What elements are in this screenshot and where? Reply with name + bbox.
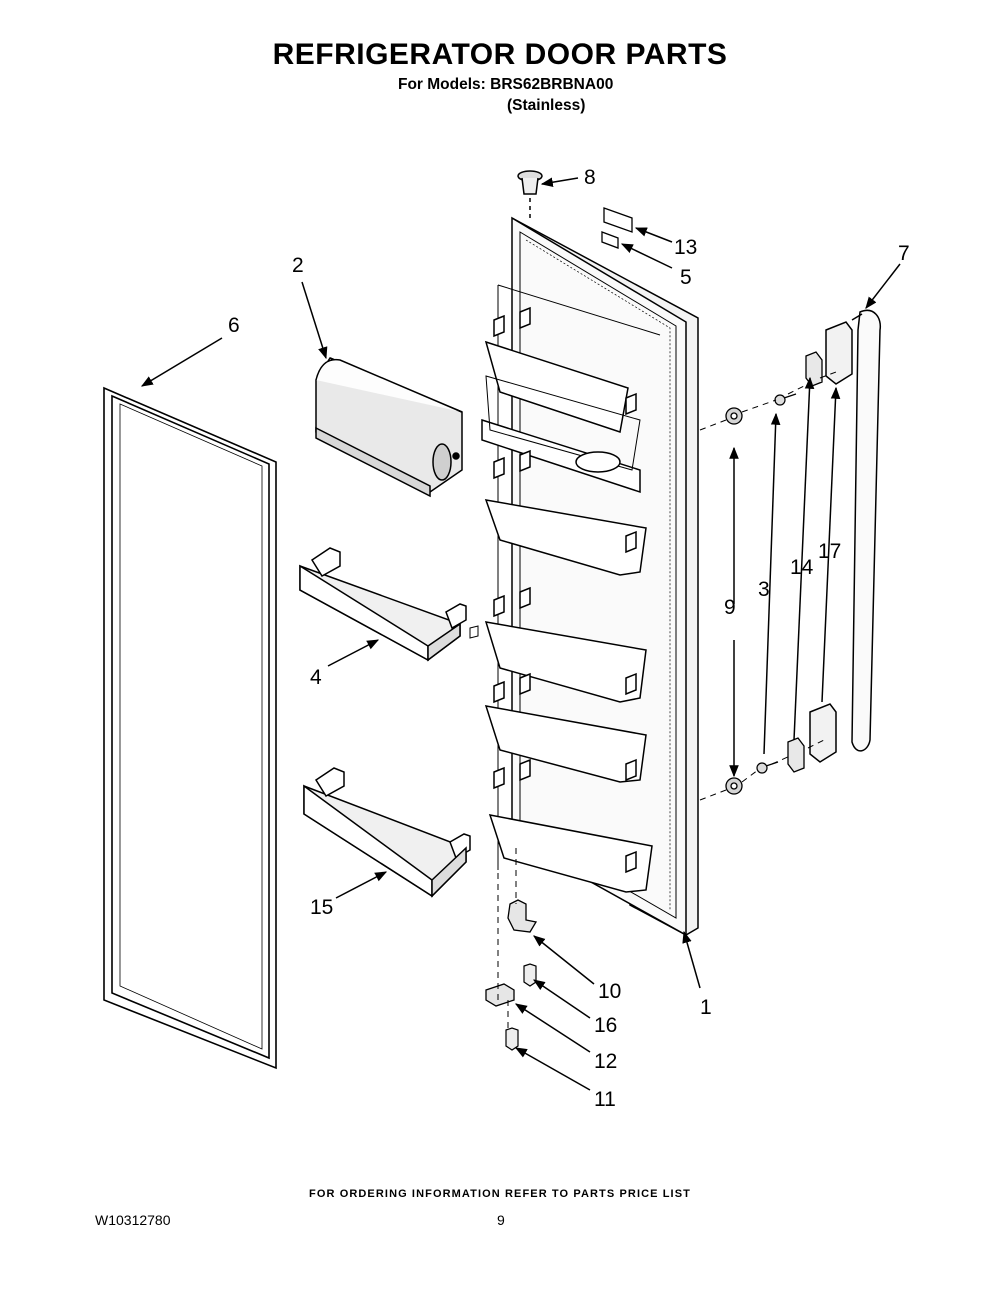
door-gasket-part (103, 386, 277, 1070)
callout-9: 9 (724, 596, 736, 619)
models-line: For Models: BRS62BRBNA00 (398, 76, 614, 93)
hinge-parts (485, 899, 538, 1007)
page-number: 9 (497, 1212, 505, 1228)
finish-line: (Stainless) (507, 97, 586, 114)
document-number: W10312780 (95, 1212, 171, 1228)
callout-1: 1 (700, 996, 712, 1019)
callout-3: 3 (758, 578, 770, 601)
labels-part (601, 207, 633, 249)
grommets-part (725, 407, 743, 795)
ordering-note: FOR ORDERING INFORMATION REFER TO PARTS … (309, 1188, 691, 1200)
callout-2: 2 (292, 254, 304, 277)
leader-arrows (140, 177, 901, 1091)
callout-numbers: 8 13 5 2 6 7 9 3 14 17 4 15 10 1 16 12 1… (228, 166, 910, 1111)
page-title: REFRIGERATOR DOOR PARTS (272, 38, 728, 71)
door-handle-part (851, 309, 882, 752)
assembly-lines (497, 371, 837, 1030)
dairy-bin-part (315, 357, 463, 498)
door-bin-part (299, 547, 479, 662)
callout-8: 8 (584, 166, 596, 189)
callout-5: 5 (680, 266, 692, 289)
door-liner-part (481, 216, 699, 937)
callout-10: 10 (598, 980, 621, 1003)
callout-17: 17 (818, 540, 841, 563)
handle-end-caps-part (809, 321, 853, 763)
callout-12: 12 (594, 1050, 617, 1073)
callout-6: 6 (228, 314, 240, 337)
callout-4: 4 (310, 666, 322, 689)
lower-door-bin-part (303, 767, 471, 898)
callout-16: 16 (594, 1014, 617, 1037)
callout-15: 15 (310, 896, 333, 919)
callout-13: 13 (674, 236, 697, 259)
callout-7: 7 (898, 242, 910, 265)
callout-14: 14 (790, 556, 814, 579)
hinge-screws-part (505, 963, 537, 1051)
door-plug-part (517, 170, 543, 218)
callout-11: 11 (594, 1088, 616, 1111)
